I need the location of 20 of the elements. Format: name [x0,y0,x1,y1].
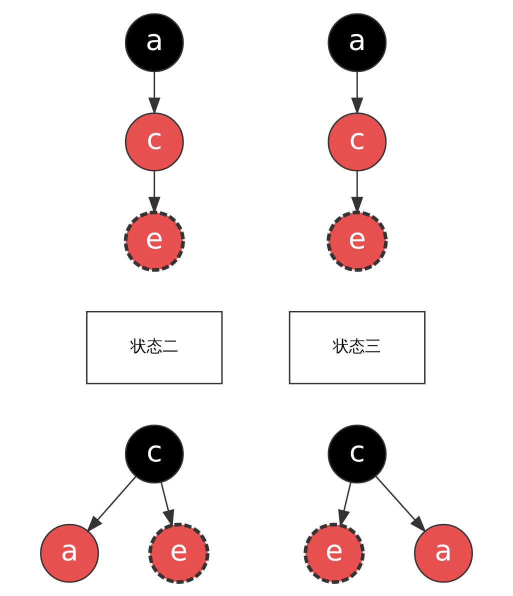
node-circle: e [326,210,388,272]
arrow [148,72,160,115]
node-box: 状态二 [86,310,223,384]
node-circle: c [328,112,387,172]
arrow [160,482,174,528]
node-circle: c [328,424,387,484]
arrow [86,476,137,533]
node-circle: a [328,13,387,72]
node-circle: a [124,13,184,72]
node-circle: e [124,210,185,272]
node-circle: c [124,424,184,484]
arrow [338,482,352,528]
arrow [351,72,364,115]
arrow [375,476,426,533]
node-circle: e [148,522,210,584]
node-circle: a [40,524,99,583]
node-circle: c [124,112,184,172]
node-circle: e [304,522,365,584]
node-circle: a [414,524,473,583]
node-box: 状态三 [288,310,426,384]
